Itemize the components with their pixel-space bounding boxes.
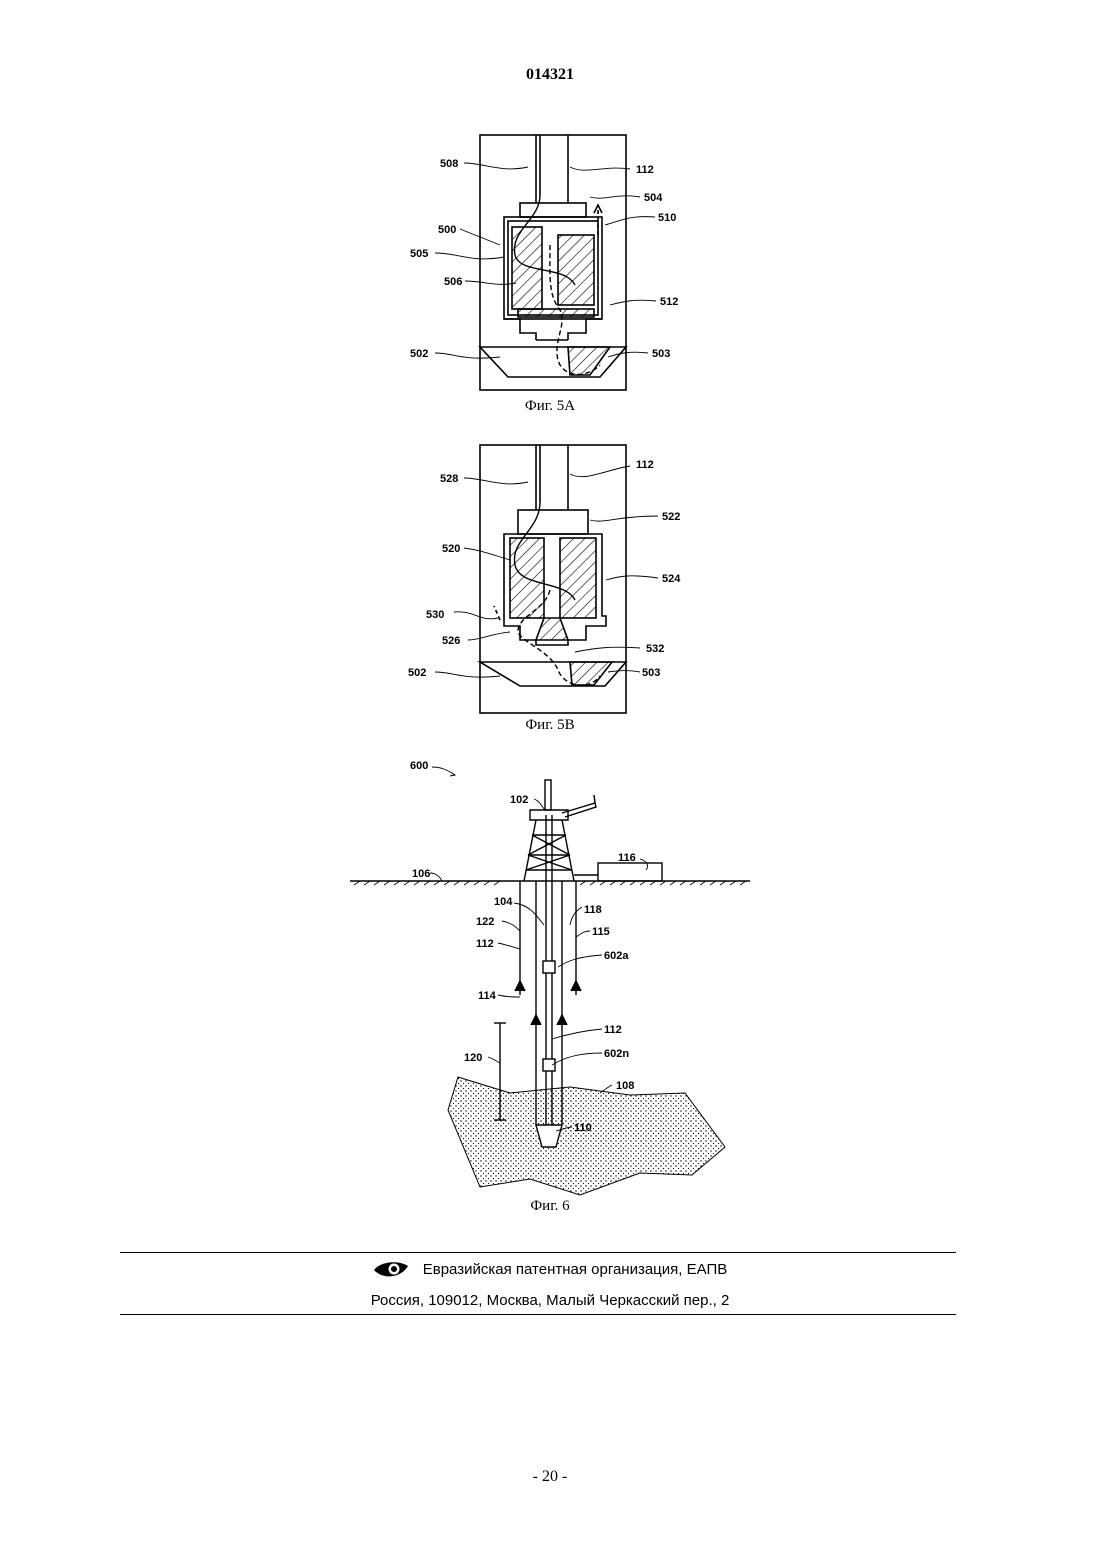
label-520: 520 [442,543,460,555]
label-502: 502 [410,348,428,360]
label-112: 112 [636,459,654,471]
label-506: 506 [444,276,462,288]
fig6-caption: Фиг. 6 [0,1198,1100,1215]
document-number: 014321 [0,66,1100,84]
label-600: 600 [410,760,428,772]
label-120: 120 [464,1052,482,1064]
footer-bottom-rule [120,1314,956,1315]
fig5b-caption: Фиг. 5B [0,717,1100,734]
label-115: 115 [592,926,610,938]
label-112: 112 [636,164,654,176]
fig5b-drawing [480,445,626,713]
eapo-eye-logo-icon [373,1260,409,1280]
label-106: 106 [412,868,430,880]
footer-top-rule [120,1252,956,1253]
label-522: 522 [662,511,680,523]
label-510: 510 [658,212,676,224]
fig5a-labels: 508 112 504 510 500 505 506 512 502 503 [410,158,678,360]
figure-5b: 528 112 522 520 524 530 526 532 502 503 [400,440,710,715]
fig6-labels: 600 102 116 106 104 118 122 115 112 602a… [410,760,636,1134]
label-102: 102 [510,794,528,806]
label-502: 502 [408,667,426,679]
label-118: 118 [584,904,602,916]
label-512: 512 [660,296,678,308]
label-505: 505 [410,248,428,260]
label-112-upper: 112 [476,938,494,950]
label-500: 500 [438,224,456,236]
fig5a-leaders [435,163,656,358]
label-528: 528 [440,473,458,485]
label-503: 503 [642,667,660,679]
fig6-formation [448,1077,725,1195]
label-526: 526 [442,635,460,647]
page-number: - 20 - [0,1468,1100,1486]
label-122: 122 [476,916,494,928]
organization-name: Евразийская патентная организация, ЕАПВ [423,1261,728,1278]
label-104: 104 [494,896,513,908]
fig5a-drawing [480,135,626,390]
label-116: 116 [618,852,636,864]
fig6-surface [350,881,750,885]
label-602a: 602a [604,950,629,962]
label-108: 108 [616,1080,634,1092]
label-524: 524 [662,573,681,585]
label-602n: 602n [604,1048,629,1060]
fig5a-caption: Фиг. 5A [0,398,1100,415]
label-110: 110 [574,1122,592,1134]
label-114: 114 [478,990,497,1002]
label-508: 508 [440,158,458,170]
label-530: 530 [426,609,444,621]
label-503: 503 [652,348,670,360]
footer-organization: Евразийская патентная организация, ЕАПВ [0,1260,1100,1280]
figure-6: 600 102 116 106 104 118 122 115 112 602a… [340,755,760,1195]
fig6-rig [524,780,662,881]
label-504: 504 [644,192,663,204]
footer-address: Россия, 109012, Москва, Малый Черкасский… [0,1292,1100,1309]
figure-5a: 508 112 504 510 500 505 506 512 502 503 [400,125,710,395]
label-112-lower: 112 [604,1024,622,1036]
fig6-leaders [430,767,648,1131]
label-532: 532 [646,643,664,655]
